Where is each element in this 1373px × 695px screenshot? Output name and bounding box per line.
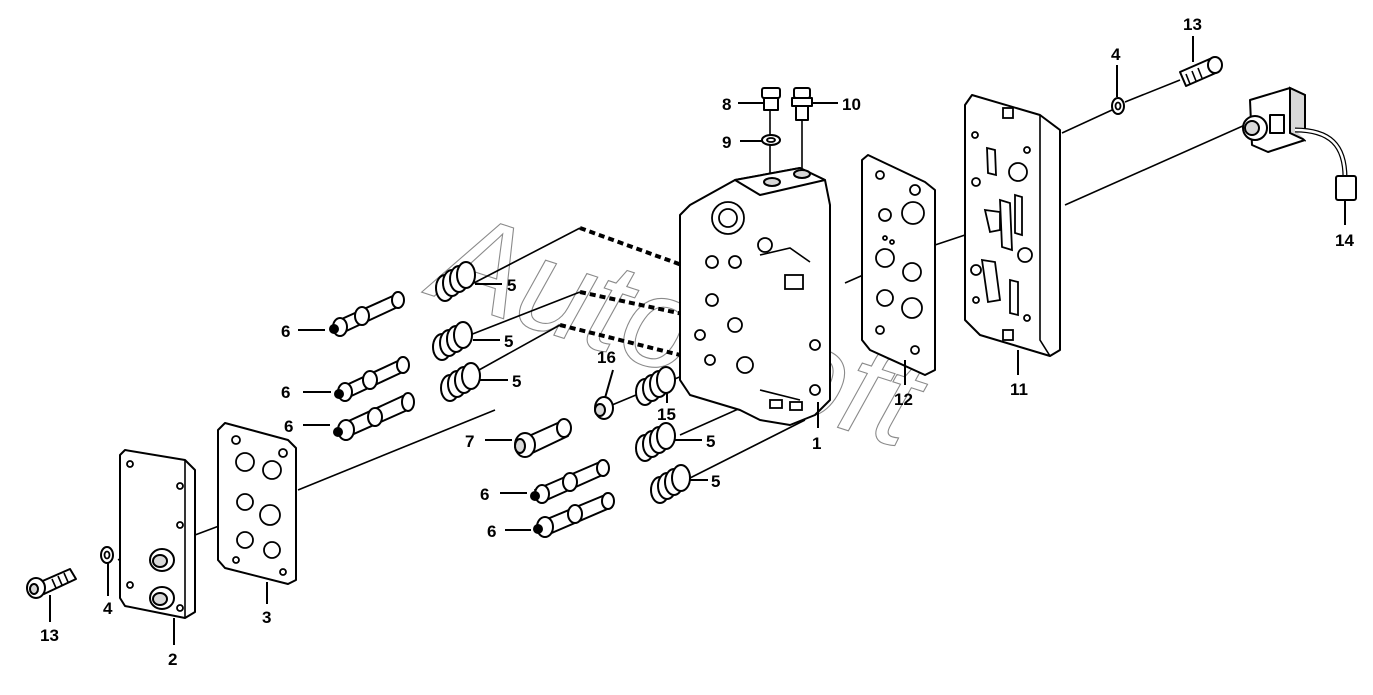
callout-1: 1 xyxy=(812,434,821,453)
gasket-3 xyxy=(217,422,297,585)
spring-5b xyxy=(432,321,473,361)
callout-14: 14 xyxy=(1335,231,1354,250)
callout-16: 16 xyxy=(597,348,616,367)
callout-5-e: 5 xyxy=(711,472,720,491)
callout-5-a: 5 xyxy=(507,276,516,295)
spool-assembly-e xyxy=(533,464,691,538)
spool-6b xyxy=(334,356,410,402)
callout-6-a: 6 xyxy=(281,322,290,341)
cover-plate-11 xyxy=(964,94,1061,357)
callout-5-c: 5 xyxy=(512,372,521,391)
spool-assembly-a xyxy=(329,261,476,337)
callout-13-left: 13 xyxy=(40,626,59,645)
callout-10: 10 xyxy=(842,95,861,114)
spring-15 xyxy=(635,366,676,406)
callout-5-b: 5 xyxy=(504,332,513,351)
spring-5e xyxy=(650,464,691,504)
bolt-13-left xyxy=(26,568,77,599)
washer-9 xyxy=(761,134,781,146)
callout-8: 8 xyxy=(722,95,731,114)
spring-5d xyxy=(635,422,676,462)
callout-6-e: 6 xyxy=(487,522,496,541)
callout-6-d: 6 xyxy=(480,485,489,504)
spool-6c xyxy=(333,392,415,441)
callouts: 1 2 3 4 4 5 5 5 5 5 6 6 6 6 6 7 8 9 10 1… xyxy=(40,15,1354,669)
spool-6a xyxy=(329,291,405,337)
callout-6-c: 6 xyxy=(284,417,293,436)
spool-assembly-b xyxy=(334,321,473,402)
spring-5c xyxy=(440,362,481,402)
callout-5-d: 5 xyxy=(706,432,715,451)
callout-3: 3 xyxy=(262,608,271,627)
callout-12: 12 xyxy=(894,390,913,409)
sensor-14 xyxy=(1242,86,1357,201)
leader-lines xyxy=(49,36,1346,645)
callout-11: 11 xyxy=(1010,380,1028,399)
callout-6-b: 6 xyxy=(281,383,290,402)
fitting-10 xyxy=(791,87,813,121)
end-plate-2 xyxy=(119,449,196,619)
spring-5a xyxy=(435,261,476,302)
washer-4-left xyxy=(100,546,114,564)
valve-body xyxy=(679,167,831,426)
callout-9: 9 xyxy=(722,133,731,152)
gasket-12 xyxy=(861,154,936,376)
spool-assembly-c xyxy=(333,362,481,441)
callout-13-right: 13 xyxy=(1183,15,1202,34)
callout-7: 7 xyxy=(465,432,474,451)
spool-7 xyxy=(514,418,572,458)
callout-2: 2 xyxy=(168,650,177,669)
spool-6e xyxy=(533,492,615,538)
ring-16 xyxy=(594,396,614,420)
callout-4-left: 4 xyxy=(103,599,113,618)
callout-4-right: 4 xyxy=(1111,45,1121,64)
callout-15: 15 xyxy=(657,405,676,424)
bolt-13-right xyxy=(1179,56,1223,87)
spool-assembly-d xyxy=(530,422,676,504)
washer-4-right xyxy=(1111,97,1125,115)
spool-6d xyxy=(530,459,610,504)
plug-8 xyxy=(761,87,781,111)
